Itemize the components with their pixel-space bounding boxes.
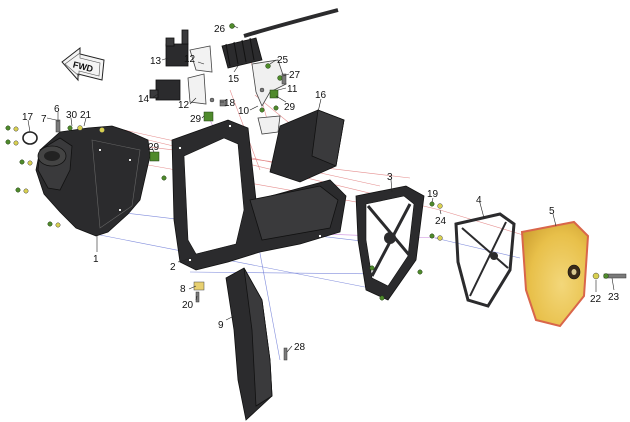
callout-12-upper: 12 [184,54,196,65]
callout-labels: 1 2 3 4 5 6 7 8 9 10 11 12 12 13 14 15 1… [22,24,620,353]
callout-3: 3 [387,172,393,183]
callout-20: 20 [182,300,194,311]
callout-13: 13 [150,56,162,67]
part-9-lower-duct [225,267,273,421]
callout-19: 19 [427,189,439,200]
part-4-filter-frame [454,212,516,308]
part-1-airbox-housing [35,125,151,237]
fwd-label: FWD [72,59,95,74]
leader-lines [27,25,615,353]
part-16-duct-box [269,109,345,183]
callout-2: 2 [170,262,176,273]
callout-27: 27 [289,70,301,81]
forward-direction-arrow: FWD [61,46,105,82]
callout-26: 26 [214,24,226,35]
callout-12-lower: 12 [178,100,190,111]
callout-1: 1 [93,254,99,265]
callout-4: 4 [476,195,482,206]
callout-29-right: 29 [284,102,296,113]
callout-5: 5 [549,206,555,217]
callout-17: 17 [22,112,34,123]
small-clips [149,99,288,361]
callout-10: 10 [238,106,250,117]
callout-9: 9 [218,320,224,331]
part-2-main-frame [171,119,347,271]
callout-21: 21 [80,110,92,121]
callout-29-middle: 29 [190,114,202,125]
callout-15: 15 [228,74,240,85]
fasteners-19-24 [369,201,443,301]
callout-6: 6 [54,104,60,115]
callout-22: 22 [590,294,602,305]
electrical-components [149,8,339,105]
brackets-10-11-25-27 [251,59,287,135]
callout-28: 28 [294,342,306,353]
part-5-foam-filter [520,220,590,328]
callout-25: 25 [277,55,289,66]
callout-23: 23 [608,292,620,303]
callout-30: 30 [66,110,78,121]
fasteners-22-23 [592,272,627,280]
callout-8: 8 [180,284,186,295]
callout-11: 11 [287,84,298,95]
callout-14: 14 [138,94,150,105]
callout-29-left: 29 [148,142,160,153]
callout-7: 7 [41,114,47,125]
callout-16: 16 [315,90,327,101]
callout-18: 18 [224,98,236,109]
part-3-filter-cage [355,185,425,301]
callout-24: 24 [435,216,447,227]
